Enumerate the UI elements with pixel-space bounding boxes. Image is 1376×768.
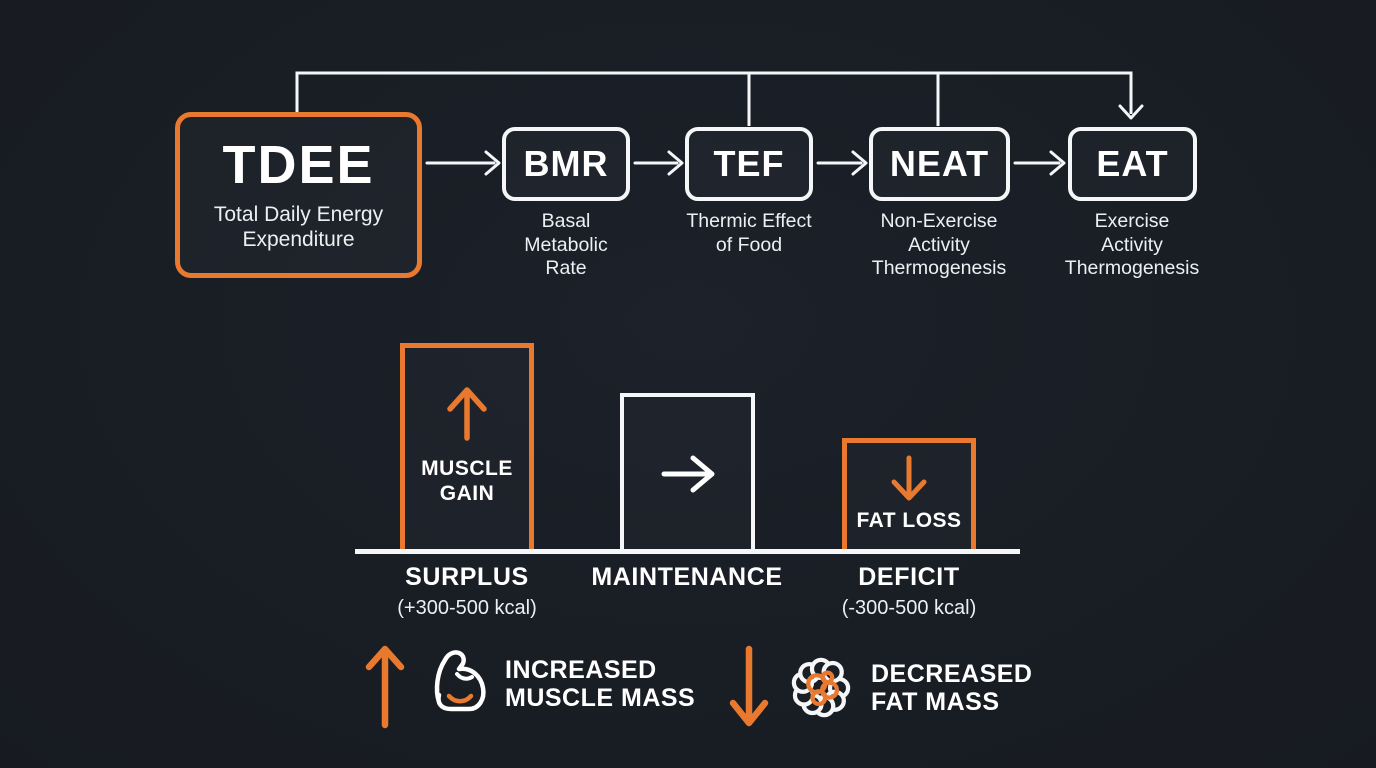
arrowhead-tef	[667, 150, 684, 176]
eat-description: Exercise Activity Thermogenesis	[1064, 210, 1200, 279]
tdee-abbr: TDEE	[222, 135, 375, 195]
up-arrow-icon	[447, 387, 487, 441]
bracket-line	[295, 71, 1133, 114]
legend-muscle-label: INCREASED MUSCLE MASS	[505, 656, 696, 712]
eat-abbr: EAT	[1096, 143, 1169, 184]
tdee-box: TDEE Total Daily Energy Expenditure	[175, 112, 422, 278]
surplus-axis-label: SURPLUS (+300-500 kcal)	[397, 563, 537, 619]
bicep-icon	[434, 650, 486, 712]
surplus-bar-caption: MUSCLE GAIN	[421, 457, 513, 505]
arrowhead-eat	[1049, 150, 1066, 176]
bmr-box: BMR	[502, 127, 630, 201]
legend-decreased-fat-mass: DECREASED FAT MASS	[727, 642, 1032, 734]
bracket-arrowhead-eat	[1118, 104, 1144, 120]
arrowhead-neat	[851, 150, 868, 176]
surplus-bar: MUSCLE GAIN	[400, 343, 534, 551]
bmr-description: Basal Metabolic Rate	[524, 210, 608, 279]
maintenance-axis-label: MAINTENANCE	[591, 563, 783, 591]
maintenance-bar	[620, 393, 755, 551]
tef-description: Thermic Effect of Food	[686, 210, 812, 256]
legend-increased-muscle-mass: INCREASED MUSCLE MASS	[363, 638, 695, 730]
bmr-abbr: BMR	[523, 143, 609, 184]
deficit-bar: FAT LOSS	[842, 438, 976, 551]
neat-description: Non-Exercise Activity Thermogenesis	[871, 210, 1007, 279]
tef-abbr: TEF	[713, 143, 785, 184]
neat-box: NEAT	[869, 127, 1010, 201]
deficit-bar-caption: FAT LOSS	[856, 509, 962, 532]
up-arrow-icon	[365, 645, 405, 729]
down-arrow-icon	[729, 645, 769, 727]
deficit-axis-label: DEFICIT (-300-500 kcal)	[841, 563, 977, 619]
down-arrow-icon	[891, 455, 927, 501]
right-arrow-icon	[661, 455, 714, 493]
arrowhead-bmr	[484, 150, 501, 176]
fat-cell-icon	[791, 657, 851, 718]
neat-abbr: NEAT	[889, 143, 990, 184]
tdee-description: Total Daily Energy Expenditure	[213, 203, 384, 251]
legend-fat-label: DECREASED FAT MASS	[871, 660, 1033, 716]
eat-box: EAT	[1068, 127, 1197, 201]
tef-box: TEF	[685, 127, 813, 201]
baseline-axis	[355, 549, 1020, 554]
